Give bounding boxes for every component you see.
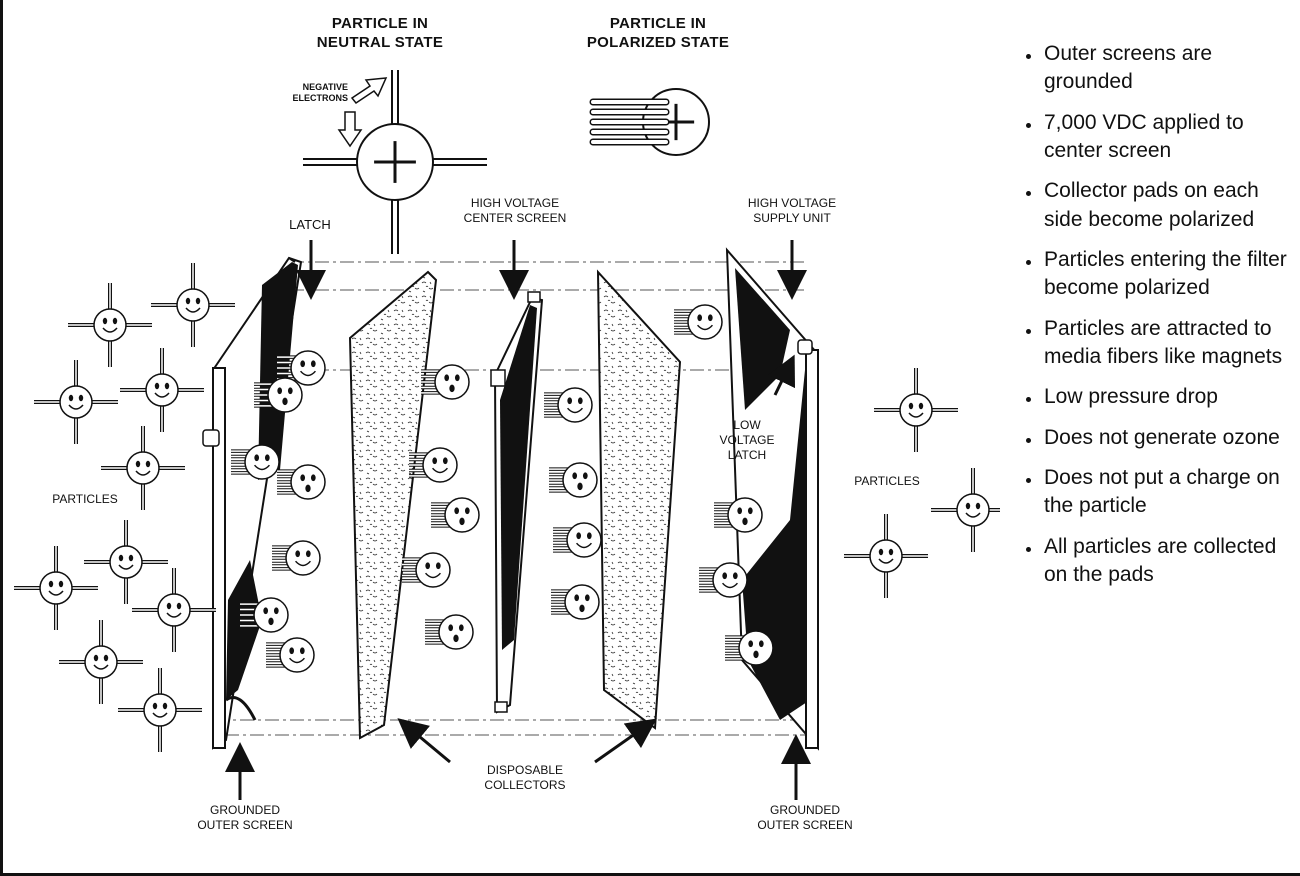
neutral-particle	[84, 520, 168, 604]
bullet-icon	[1026, 123, 1031, 128]
neutral-particle	[34, 360, 118, 444]
polarized-particle	[272, 541, 320, 575]
polarized-particle	[277, 465, 325, 499]
bullet-icon	[1026, 329, 1031, 334]
polarized-particle	[402, 553, 450, 587]
polarized-particle	[409, 448, 457, 482]
grounded-outer-screen-left	[203, 258, 301, 748]
bullet-icon	[1026, 397, 1031, 402]
grounded-outer-screen-label-left: GROUNDED OUTER SCREEN	[170, 803, 320, 833]
polarized-particle	[421, 365, 469, 399]
neutral-particle	[118, 668, 202, 752]
particles-label-left: PARTICLES	[30, 492, 140, 507]
negative-electrons-label: NEGATIVE ELECTRONS	[268, 82, 348, 105]
polarized-particle	[254, 378, 302, 412]
bullet-icon	[1026, 260, 1031, 265]
neutral-particle	[68, 283, 152, 367]
bullet-icon	[1026, 438, 1031, 443]
polarized-particle	[699, 563, 747, 597]
low-voltage-latch-label: LOW VOLTAGE LATCH	[702, 418, 792, 463]
filter-diagram	[0, 0, 1000, 876]
feature-item: Particles entering the filter become pol…	[1016, 246, 1298, 303]
feature-item: Does not put a charge on the particle	[1016, 464, 1298, 521]
neutral-particle	[151, 263, 235, 347]
polarized-particle	[240, 598, 288, 632]
bullet-icon	[1026, 54, 1031, 59]
feature-list: Outer screens are grounded 7,000 VDC app…	[1016, 40, 1298, 602]
center-screen-label: HIGH VOLTAGE CENTER SCREEN	[440, 196, 590, 226]
neutral-particle	[874, 368, 958, 452]
feature-item: Outer screens are grounded	[1016, 40, 1298, 97]
particles-label-right: PARTICLES	[832, 474, 942, 489]
feature-item: 7,000 VDC applied to center screen	[1016, 109, 1298, 166]
polarized-particle	[544, 388, 592, 422]
polarized-particle	[266, 638, 314, 672]
neutral-particle	[14, 546, 98, 630]
feature-item: All particles are collected on the pads	[1016, 533, 1298, 590]
bullet-icon	[1026, 191, 1031, 196]
feature-item: Collector pads on each side become polar…	[1016, 177, 1298, 234]
latch-label: LATCH	[270, 217, 350, 233]
polarized-particle	[231, 445, 279, 479]
polarized-particle	[714, 498, 762, 532]
polarized-particle	[551, 585, 599, 619]
low-voltage-latch-icon	[798, 340, 812, 354]
feature-item: Does not generate ozone	[1016, 424, 1298, 452]
latch-icon	[203, 430, 219, 446]
neutral-particle	[120, 348, 204, 432]
grounded-outer-screen-label-right: GROUNDED OUTER SCREEN	[730, 803, 880, 833]
polarized-particle	[674, 305, 722, 339]
disposable-collector-right	[598, 272, 680, 728]
high-voltage-center-screen	[491, 292, 542, 712]
bullet-icon	[1026, 547, 1031, 552]
supply-unit-label: HIGH VOLTAGE SUPPLY UNIT	[722, 196, 862, 226]
neutral-particle	[132, 568, 216, 652]
neutral-state-title: PARTICLE IN NEUTRAL STATE	[300, 15, 460, 53]
bullet-icon	[1026, 478, 1031, 483]
neutral-particle	[59, 620, 143, 704]
feature-item: Particles are attracted to media fibers …	[1016, 315, 1298, 372]
feature-item: Low pressure drop	[1016, 383, 1298, 411]
disposable-collectors-label: DISPOSABLE COLLECTORS	[445, 763, 605, 793]
polarized-particle	[549, 463, 597, 497]
polarized-state-title: PARTICLE IN POLARIZED STATE	[568, 15, 748, 53]
disposable-collector-left	[350, 272, 436, 738]
polarized-particle	[431, 498, 479, 532]
polarized-particle	[553, 523, 601, 557]
neutral-particle	[844, 514, 928, 598]
polarized-particle	[425, 615, 473, 649]
plus-icon	[357, 124, 433, 200]
polarized-particle	[725, 631, 773, 665]
